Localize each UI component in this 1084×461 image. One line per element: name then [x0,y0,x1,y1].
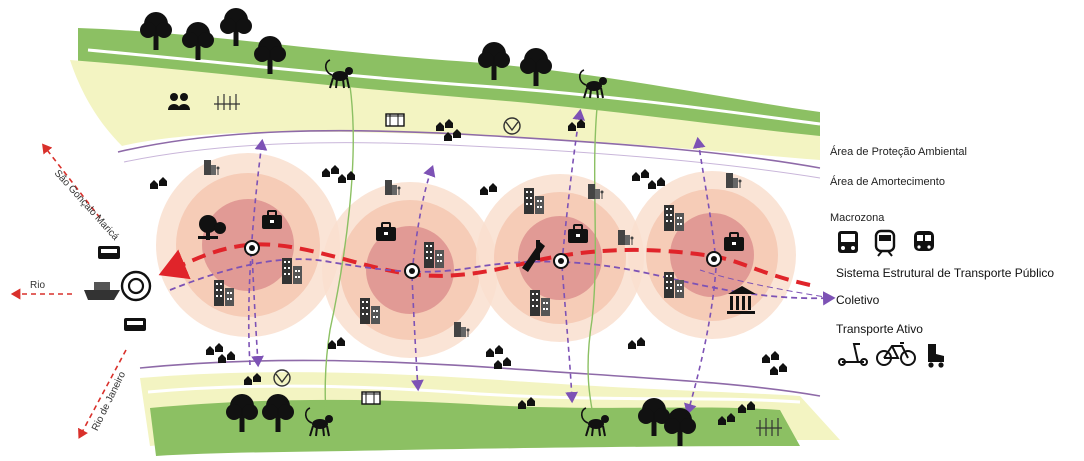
metro-icon [914,231,934,251]
rollerskate-icon [928,344,944,368]
label-sistema-estrutural: Sistema Estrutural de Transporte Público [836,266,1055,280]
station-2-icon [404,263,420,279]
label-rio: Rio [30,280,46,291]
bus-hub-icon [98,246,120,259]
label-transporte-ativo: Transporte Ativo [836,322,923,336]
park-tree-icon [198,215,226,240]
collective-mode-icons [838,229,934,257]
basket-icons [361,113,405,405]
crop-field-icons [214,94,782,436]
secondary-transit-axis [169,258,836,306]
hub-terminal-icon [120,270,152,302]
active-mode-icons [838,342,944,368]
station-1-icon [244,240,260,256]
recycle-icons [273,117,521,387]
scooter-icon [838,343,868,366]
bicycle-icon [876,342,916,366]
slide-icon [522,240,545,272]
label-amortecimento: Área de Amortecimento [830,176,945,188]
bus-hub-icon-2 [124,318,146,331]
label-coletivo: Coletivo [836,293,880,307]
museum-icon [727,286,756,314]
edge-arrows [10,143,127,439]
ferry-icon [84,282,120,300]
label-apa: Área de Proteção Ambiental [830,146,967,158]
bus-icon [838,231,858,253]
train-icon [874,229,896,257]
green-trails [324,85,599,441]
label-macrozona: Macrozona [830,212,885,224]
people-icon [168,93,190,110]
station-3-icon [553,253,569,269]
station-4-icon [706,251,722,267]
